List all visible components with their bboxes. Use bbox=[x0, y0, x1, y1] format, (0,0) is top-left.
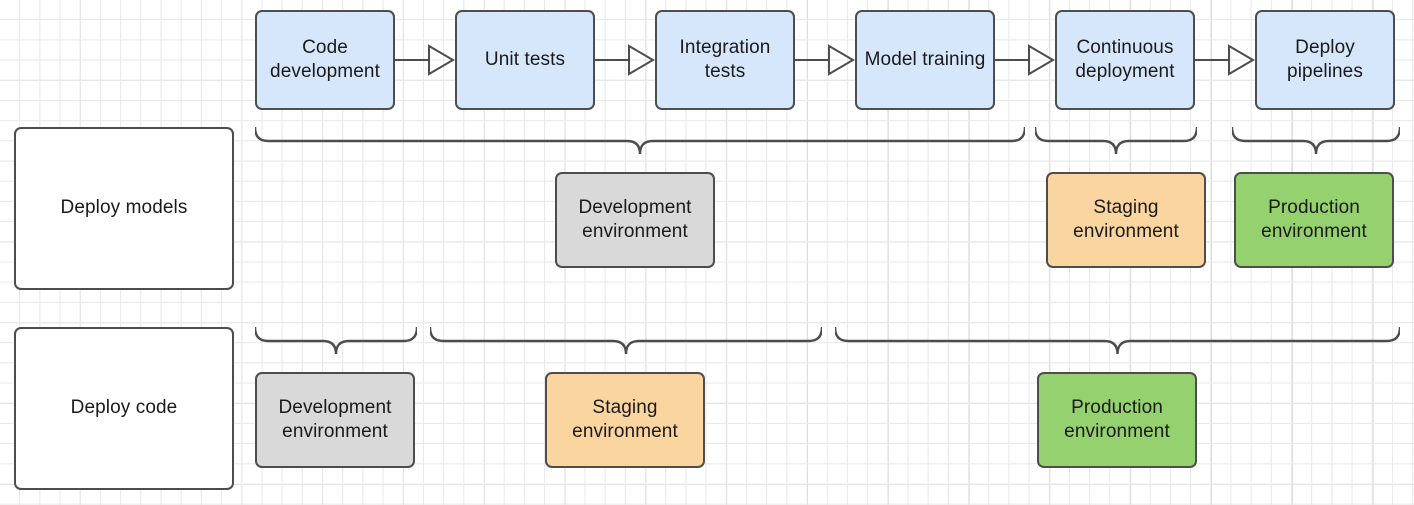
deploy-code-env-development[interactable]: Development environment bbox=[255, 372, 415, 468]
deploy-models-env-development[interactable]: Development environment bbox=[555, 172, 715, 268]
lane-label-deploy-code[interactable]: Deploy code bbox=[14, 327, 234, 490]
pipeline-stage-3-label: Model training bbox=[864, 48, 986, 70]
deploy-code-brace-staging bbox=[430, 327, 822, 355]
deploy-models-env-staging-label: Staging environment bbox=[1073, 196, 1179, 242]
pipeline-stage-5-label: Deploy pipelines bbox=[1287, 36, 1363, 82]
pipeline-stage-2[interactable]: Integration tests bbox=[655, 10, 795, 110]
lane-label-deploy-models[interactable]: Deploy models bbox=[14, 127, 234, 290]
deploy-code-env-development-label: Development environment bbox=[278, 396, 392, 442]
pipeline-stage-3[interactable]: Model training bbox=[855, 10, 995, 110]
pipeline-stage-2-label: Integration tests bbox=[679, 36, 771, 82]
pipeline-arrow-0 bbox=[395, 44, 455, 76]
deploy-code-brace-development bbox=[255, 327, 417, 355]
deploy-models-brace-development bbox=[255, 127, 1025, 155]
deploy-models-env-staging[interactable]: Staging environment bbox=[1046, 172, 1206, 268]
deploy-models-env-development-label: Development environment bbox=[578, 196, 692, 242]
pipeline-stage-4[interactable]: Continuous deployment bbox=[1055, 10, 1195, 110]
deploy-models-brace-production bbox=[1232, 127, 1400, 155]
pipeline-stage-1-label: Unit tests bbox=[484, 48, 566, 70]
deploy-models-env-production-label: Production environment bbox=[1261, 196, 1367, 242]
deploy-models-brace-staging bbox=[1035, 127, 1197, 155]
deploy-code-env-production-label: Production environment bbox=[1064, 396, 1170, 442]
pipeline-stage-0-label: Code development bbox=[270, 36, 380, 82]
pipeline-arrow-2 bbox=[795, 44, 855, 76]
pipeline-stage-4-label: Continuous deployment bbox=[1075, 36, 1175, 82]
lane-label-deploy-models-label: Deploy models bbox=[60, 197, 188, 219]
deploy-code-env-staging-label: Staging environment bbox=[572, 396, 678, 442]
lane-label-deploy-code-label: Deploy code bbox=[70, 397, 178, 419]
deploy-code-env-staging[interactable]: Staging environment bbox=[545, 372, 705, 468]
deploy-models-env-production[interactable]: Production environment bbox=[1234, 172, 1394, 268]
pipeline-arrow-3 bbox=[995, 44, 1055, 76]
pipeline-stage-5[interactable]: Deploy pipelines bbox=[1255, 10, 1395, 110]
pipeline-arrow-1 bbox=[595, 44, 655, 76]
pipeline-stage-1[interactable]: Unit tests bbox=[455, 10, 595, 110]
pipeline-arrow-4 bbox=[1195, 44, 1255, 76]
pipeline-stage-0[interactable]: Code development bbox=[255, 10, 395, 110]
deploy-code-brace-production bbox=[835, 327, 1400, 355]
deploy-code-env-production[interactable]: Production environment bbox=[1037, 372, 1197, 468]
